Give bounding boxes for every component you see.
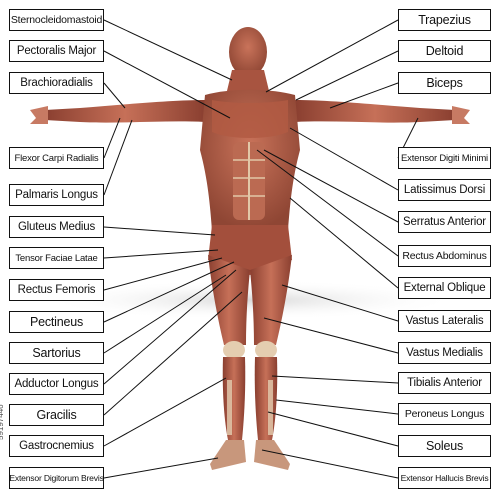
label-flexor-carpi-radialis: Flexor Carpi Radialis <box>9 147 104 169</box>
label-gracilis: Gracilis <box>9 404 104 426</box>
left-foot <box>210 440 246 470</box>
label-adductor-longus: Adductor Longus <box>9 373 104 395</box>
left-shin <box>222 357 246 440</box>
right-knee <box>255 341 277 359</box>
label-pectineus: Pectineus <box>9 311 104 333</box>
right-thigh <box>250 255 292 345</box>
label-trapezius: Trapezius <box>398 9 491 31</box>
label-rectus-femoris: Rectus Femoris <box>9 279 104 301</box>
right-hand <box>452 106 470 124</box>
label-biceps: Biceps <box>398 72 491 94</box>
pectorals <box>212 100 288 138</box>
label-extensor-hallucis-brevis: Extensor Hallucis Brevis <box>398 467 491 489</box>
neck <box>226 70 270 95</box>
label-peroneus-longus: Peroneus Longus <box>398 403 491 425</box>
label-vastus-medialis: Vastus Medialis <box>398 342 491 364</box>
head <box>229 27 267 77</box>
leader-lines-right <box>256 19 419 479</box>
label-extensor-digitorum-brevis: Extensor Digitorum Brevis <box>9 467 104 489</box>
label-extensor-digiti-minimi: Extensor Digiti Minimi <box>398 147 491 169</box>
left-arm <box>45 100 205 123</box>
left-hand <box>30 106 48 124</box>
label-pectoralis-major: Pectoralis Major <box>9 40 104 62</box>
left-thigh <box>208 255 250 345</box>
leader-lines-left <box>103 19 243 479</box>
label-gastrocnemius: Gastrocnemius <box>9 435 104 457</box>
image-id-watermark: 59197446 <box>0 404 5 440</box>
label-brachioradialis: Brachioradialis <box>9 72 104 94</box>
label-sartorius: Sartorius <box>9 342 104 364</box>
label-rectus-abdominus: Rectus Abdominus <box>398 245 491 267</box>
label-palmaris-longus: Palmaris Longus <box>9 184 104 206</box>
label-sternocleidomastoid: Sternocleidomastoid <box>9 9 104 31</box>
right-foot <box>254 440 290 470</box>
floor-shadow <box>40 280 460 320</box>
label-tibialis-anterior: Tibialis Anterior <box>398 372 491 394</box>
left-knee <box>223 341 245 359</box>
right-shin <box>254 357 278 440</box>
label-gluteus-medius: Gluteus Medius <box>9 216 104 238</box>
label-deltoid: Deltoid <box>398 40 491 62</box>
label-tensor-faciae-latae: Tensor Faciae Latae <box>9 247 104 269</box>
right-arm <box>295 100 455 123</box>
label-latissimus-dorsi: Latissimus Dorsi <box>398 179 491 201</box>
label-soleus: Soleus <box>398 435 491 457</box>
label-external-oblique: External Oblique <box>398 277 491 299</box>
label-vastus-lateralis: Vastus Lateralis <box>398 310 491 332</box>
label-serratus-anterior: Serratus Anterior <box>398 211 491 233</box>
